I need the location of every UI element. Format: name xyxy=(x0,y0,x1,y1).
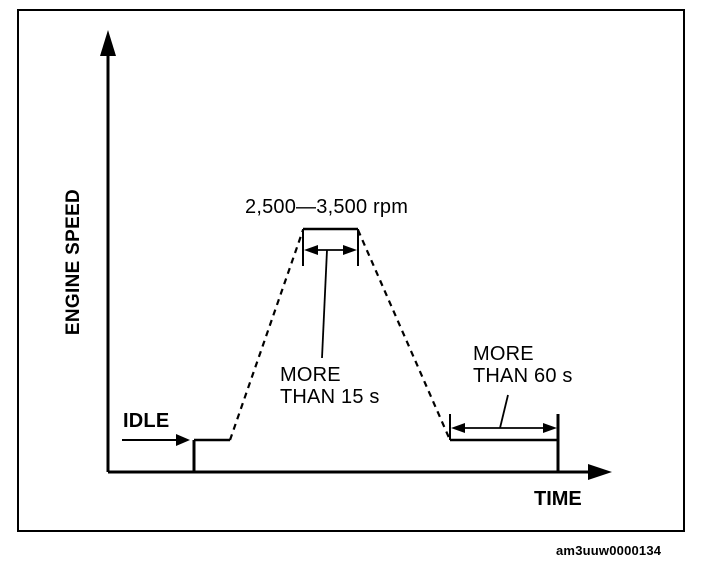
final-duration-label: MORE THAN 60 s xyxy=(473,343,573,387)
hold-duration-line2: THAN 15 s xyxy=(280,386,380,408)
y-axis-arrowhead xyxy=(100,30,116,56)
ramp-down-dashed xyxy=(356,229,452,441)
figure-code: am3uuw0000134 xyxy=(556,543,662,558)
plateau-dimension-right-head xyxy=(343,245,357,255)
ramp-up-dashed xyxy=(228,229,305,441)
final-leader-line xyxy=(499,394,509,429)
final-dimension-right-head xyxy=(543,423,557,433)
final-dimension-left-head xyxy=(451,423,465,433)
final-duration-line1: MORE xyxy=(473,343,534,365)
idle-label: IDLE xyxy=(123,410,170,432)
x-axis-label: TIME xyxy=(534,488,582,510)
y-axis-label: ENGINE SPEED xyxy=(63,188,84,336)
idle-arrow-head xyxy=(176,434,190,446)
final-duration-line2: THAN 60 s xyxy=(473,365,573,387)
plateau-dimension-left-head xyxy=(304,245,318,255)
speed-range-label: 2,500—3,500 rpm xyxy=(245,196,409,218)
hold-duration-line1: MORE xyxy=(280,364,341,386)
figure-frame xyxy=(17,9,685,532)
x-axis-arrowhead xyxy=(588,464,612,480)
plateau-leader-line xyxy=(321,249,328,359)
hold-duration-label: MORE THAN 15 s xyxy=(280,364,380,408)
